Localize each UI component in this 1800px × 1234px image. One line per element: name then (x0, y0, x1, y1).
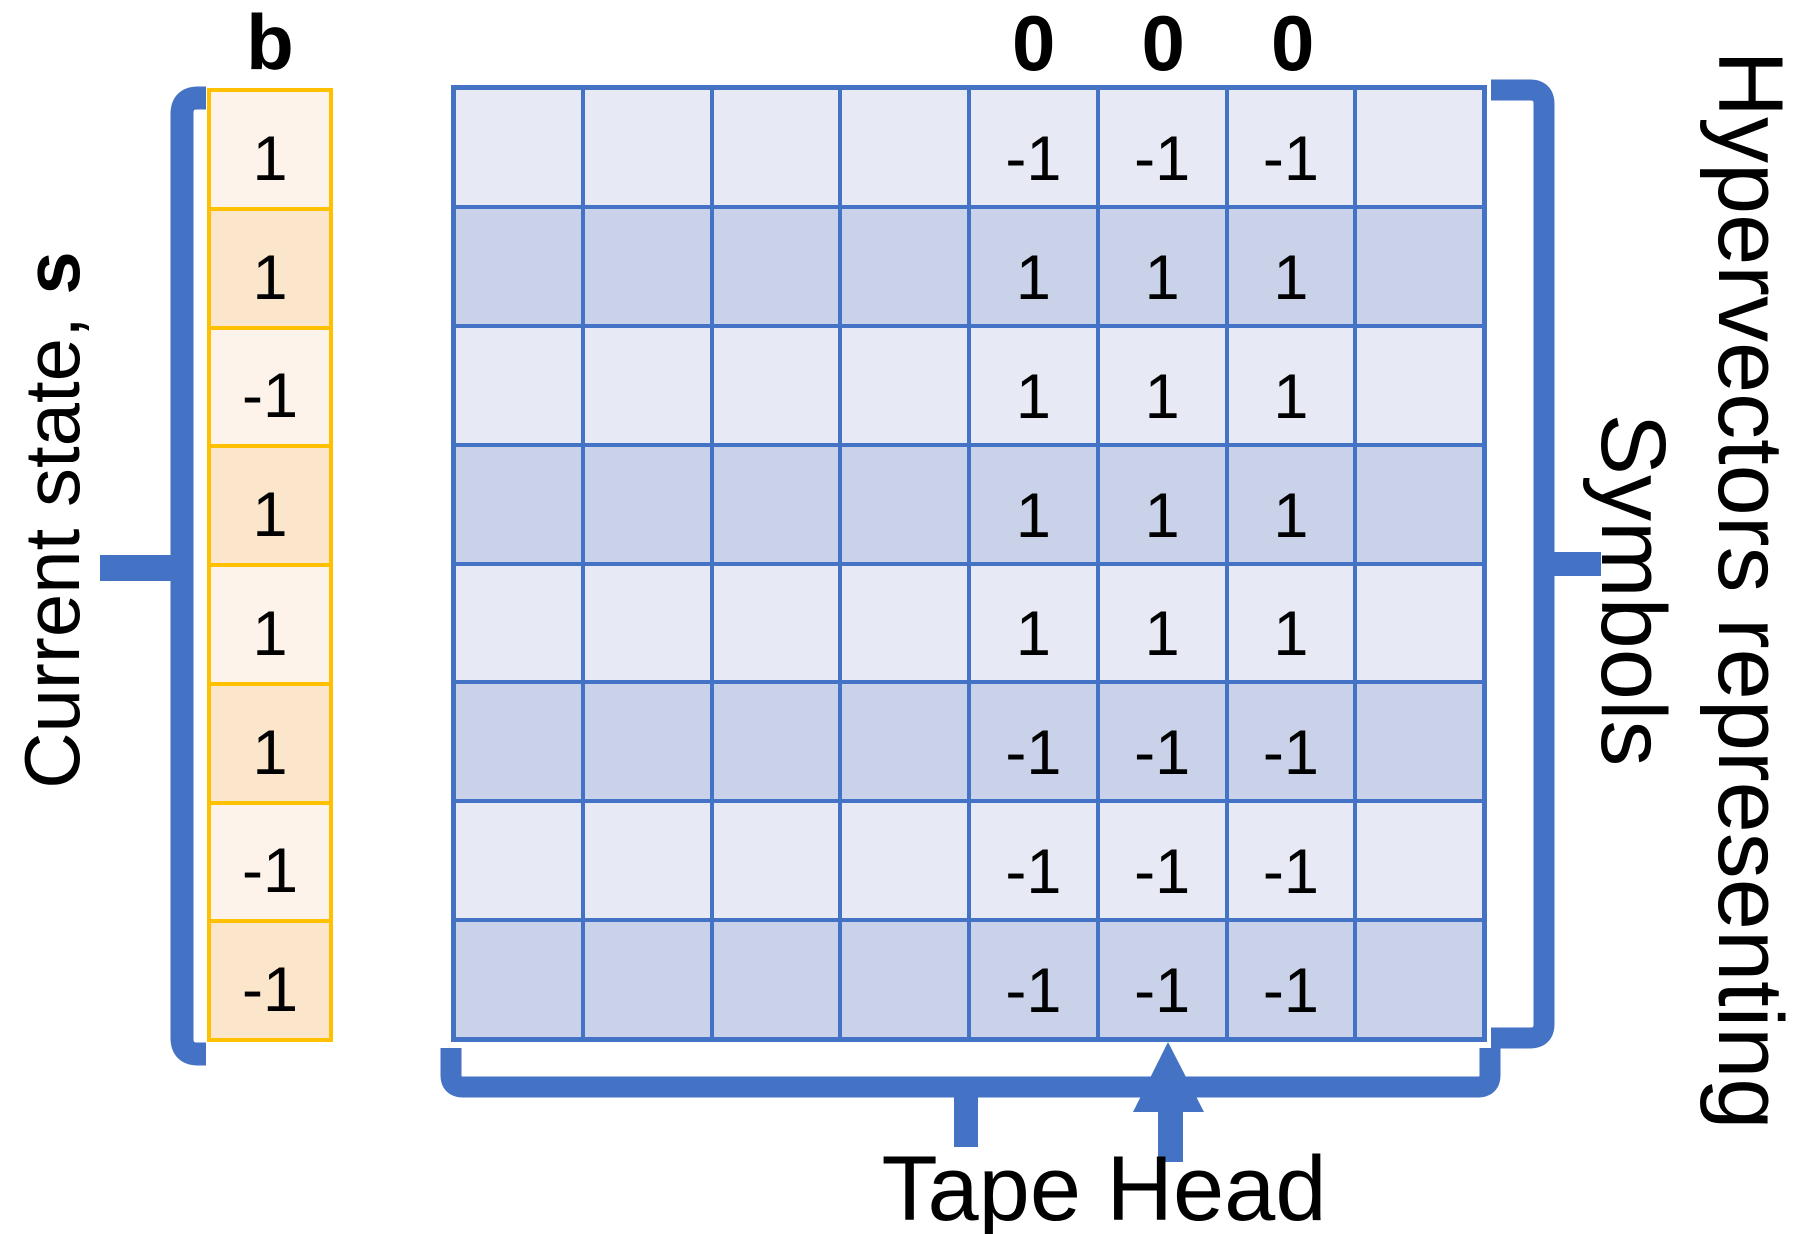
tape-grid-cell (456, 327, 581, 443)
state-vector-cell: 1 (211, 92, 329, 207)
tape-grid-cell (842, 922, 967, 1037)
tape-grid-cell: 1 (1228, 208, 1354, 324)
tape-grid-cell (1357, 922, 1482, 1037)
tape-column-header (840, 4, 970, 82)
right-bracket (1491, 79, 1601, 1049)
tape-grid-cell (456, 684, 581, 800)
tape-grid-cell (713, 803, 839, 919)
hypervectors-label: Hypervectors representing (1699, 50, 1800, 1130)
tape-grid-cell: -1 (971, 803, 1096, 919)
tape-grid-cell: -1 (1099, 803, 1225, 919)
tape-grid-cell: -1 (971, 684, 1096, 800)
tape-grid-cell (713, 208, 839, 324)
tape-grid-cell: -1 (1099, 684, 1225, 800)
tape-column-header (1358, 4, 1488, 82)
tape-grid-cell: 1 (971, 327, 1096, 443)
tape-grid-cell (842, 208, 967, 324)
current-state-label: Current state, s (8, 251, 96, 789)
state-symbol: s (8, 251, 96, 295)
current-state-label-text: Current state, (8, 294, 96, 789)
tape-grid-cell: -1 (1228, 922, 1354, 1037)
tape-column-header: 0 (1141, 0, 1185, 87)
symbols-label: Symbols (1582, 413, 1684, 767)
tape-grid-cell: -1 (1228, 803, 1354, 919)
tape-grid-cell (456, 922, 581, 1037)
tape-grid-cell (842, 565, 967, 681)
tape-grid-cell (713, 565, 839, 681)
tape-grid-cell (713, 922, 839, 1037)
tape-head-label: Tape Head (881, 1138, 1327, 1234)
tape-grid-cell: -1 (1228, 90, 1354, 205)
state-vector-cell: 1 (211, 685, 329, 801)
tape-grid-cell: -1 (971, 90, 1096, 205)
tape-grid-cell (584, 684, 710, 800)
tape-grid-cell (842, 684, 967, 800)
tape-grid-cell (584, 922, 710, 1037)
tape-grid-cell (584, 565, 710, 681)
tape-grid-cell: 1 (971, 208, 1096, 324)
tape-grid-cell (713, 684, 839, 800)
tape-grid-cell: 1 (1099, 446, 1225, 562)
tape-grid-cell (842, 446, 967, 562)
tape-grid-cell (584, 327, 710, 443)
tape-grid-cell: 1 (971, 446, 1096, 562)
tape-grid-cell: 1 (1228, 565, 1354, 681)
tape-grid-cell (584, 208, 710, 324)
state-vector-cell: 1 (211, 210, 329, 326)
tape-grid-cell (1357, 684, 1482, 800)
tape-grid-cell: -1 (1099, 90, 1225, 205)
tape-grid-cell: -1 (971, 922, 1096, 1037)
tape-grid-cell (584, 90, 710, 205)
tape-grid-cell: 1 (1228, 446, 1354, 562)
tape-grid-cell (842, 327, 967, 443)
tape-grid-cell (1357, 90, 1482, 205)
tape-grid-cell (1357, 446, 1482, 562)
tape-grid-cell (456, 208, 581, 324)
tape-head-arrow (1133, 1042, 1204, 1162)
state-vector-cell: -1 (211, 923, 329, 1038)
state-vector-title: b (246, 0, 294, 86)
tape-grid-cell (456, 90, 581, 205)
tape-column-header (710, 4, 840, 82)
tape-grid-cell (584, 803, 710, 919)
tape-grid-cell: -1 (1228, 684, 1354, 800)
tape-grid-cell (1357, 803, 1482, 919)
tape-grid-cell (713, 446, 839, 562)
tape-grid-cell (584, 446, 710, 562)
state-vector-cell: 1 (211, 567, 329, 682)
tape-grid-cell (456, 446, 581, 562)
tape-column-header (581, 4, 711, 82)
tape-grid-cell: 1 (1099, 565, 1225, 681)
tape-grid-cell: 1 (1099, 208, 1225, 324)
tape-grid-cell (713, 327, 839, 443)
tape-grid-cell: 1 (971, 565, 1096, 681)
tape-grid-cell: -1 (1099, 922, 1225, 1037)
tape-grid-cell (456, 565, 581, 681)
tape-grid-cell: 1 (1099, 327, 1225, 443)
tape-grid-cell: 1 (1228, 327, 1354, 443)
tape-column-header (451, 4, 581, 82)
tape-column-header: 0 (1012, 0, 1056, 87)
tape-column-header: 0 (1271, 0, 1315, 87)
state-vector-cell: 1 (211, 448, 329, 563)
tape-grid-cell (1357, 565, 1482, 681)
tape-grid-cell (842, 90, 967, 205)
left-brace (100, 86, 206, 1066)
tape-grid-cell (713, 90, 839, 205)
tape-grid-cell (1357, 327, 1482, 443)
bottom-bracket (440, 1048, 1501, 1147)
state-vector-cell: -1 (211, 329, 329, 445)
tape-grid-cell (1357, 208, 1482, 324)
tape-grid-cell (456, 803, 581, 919)
state-vector-cell: -1 (211, 804, 329, 920)
tape-grid-cell (842, 803, 967, 919)
